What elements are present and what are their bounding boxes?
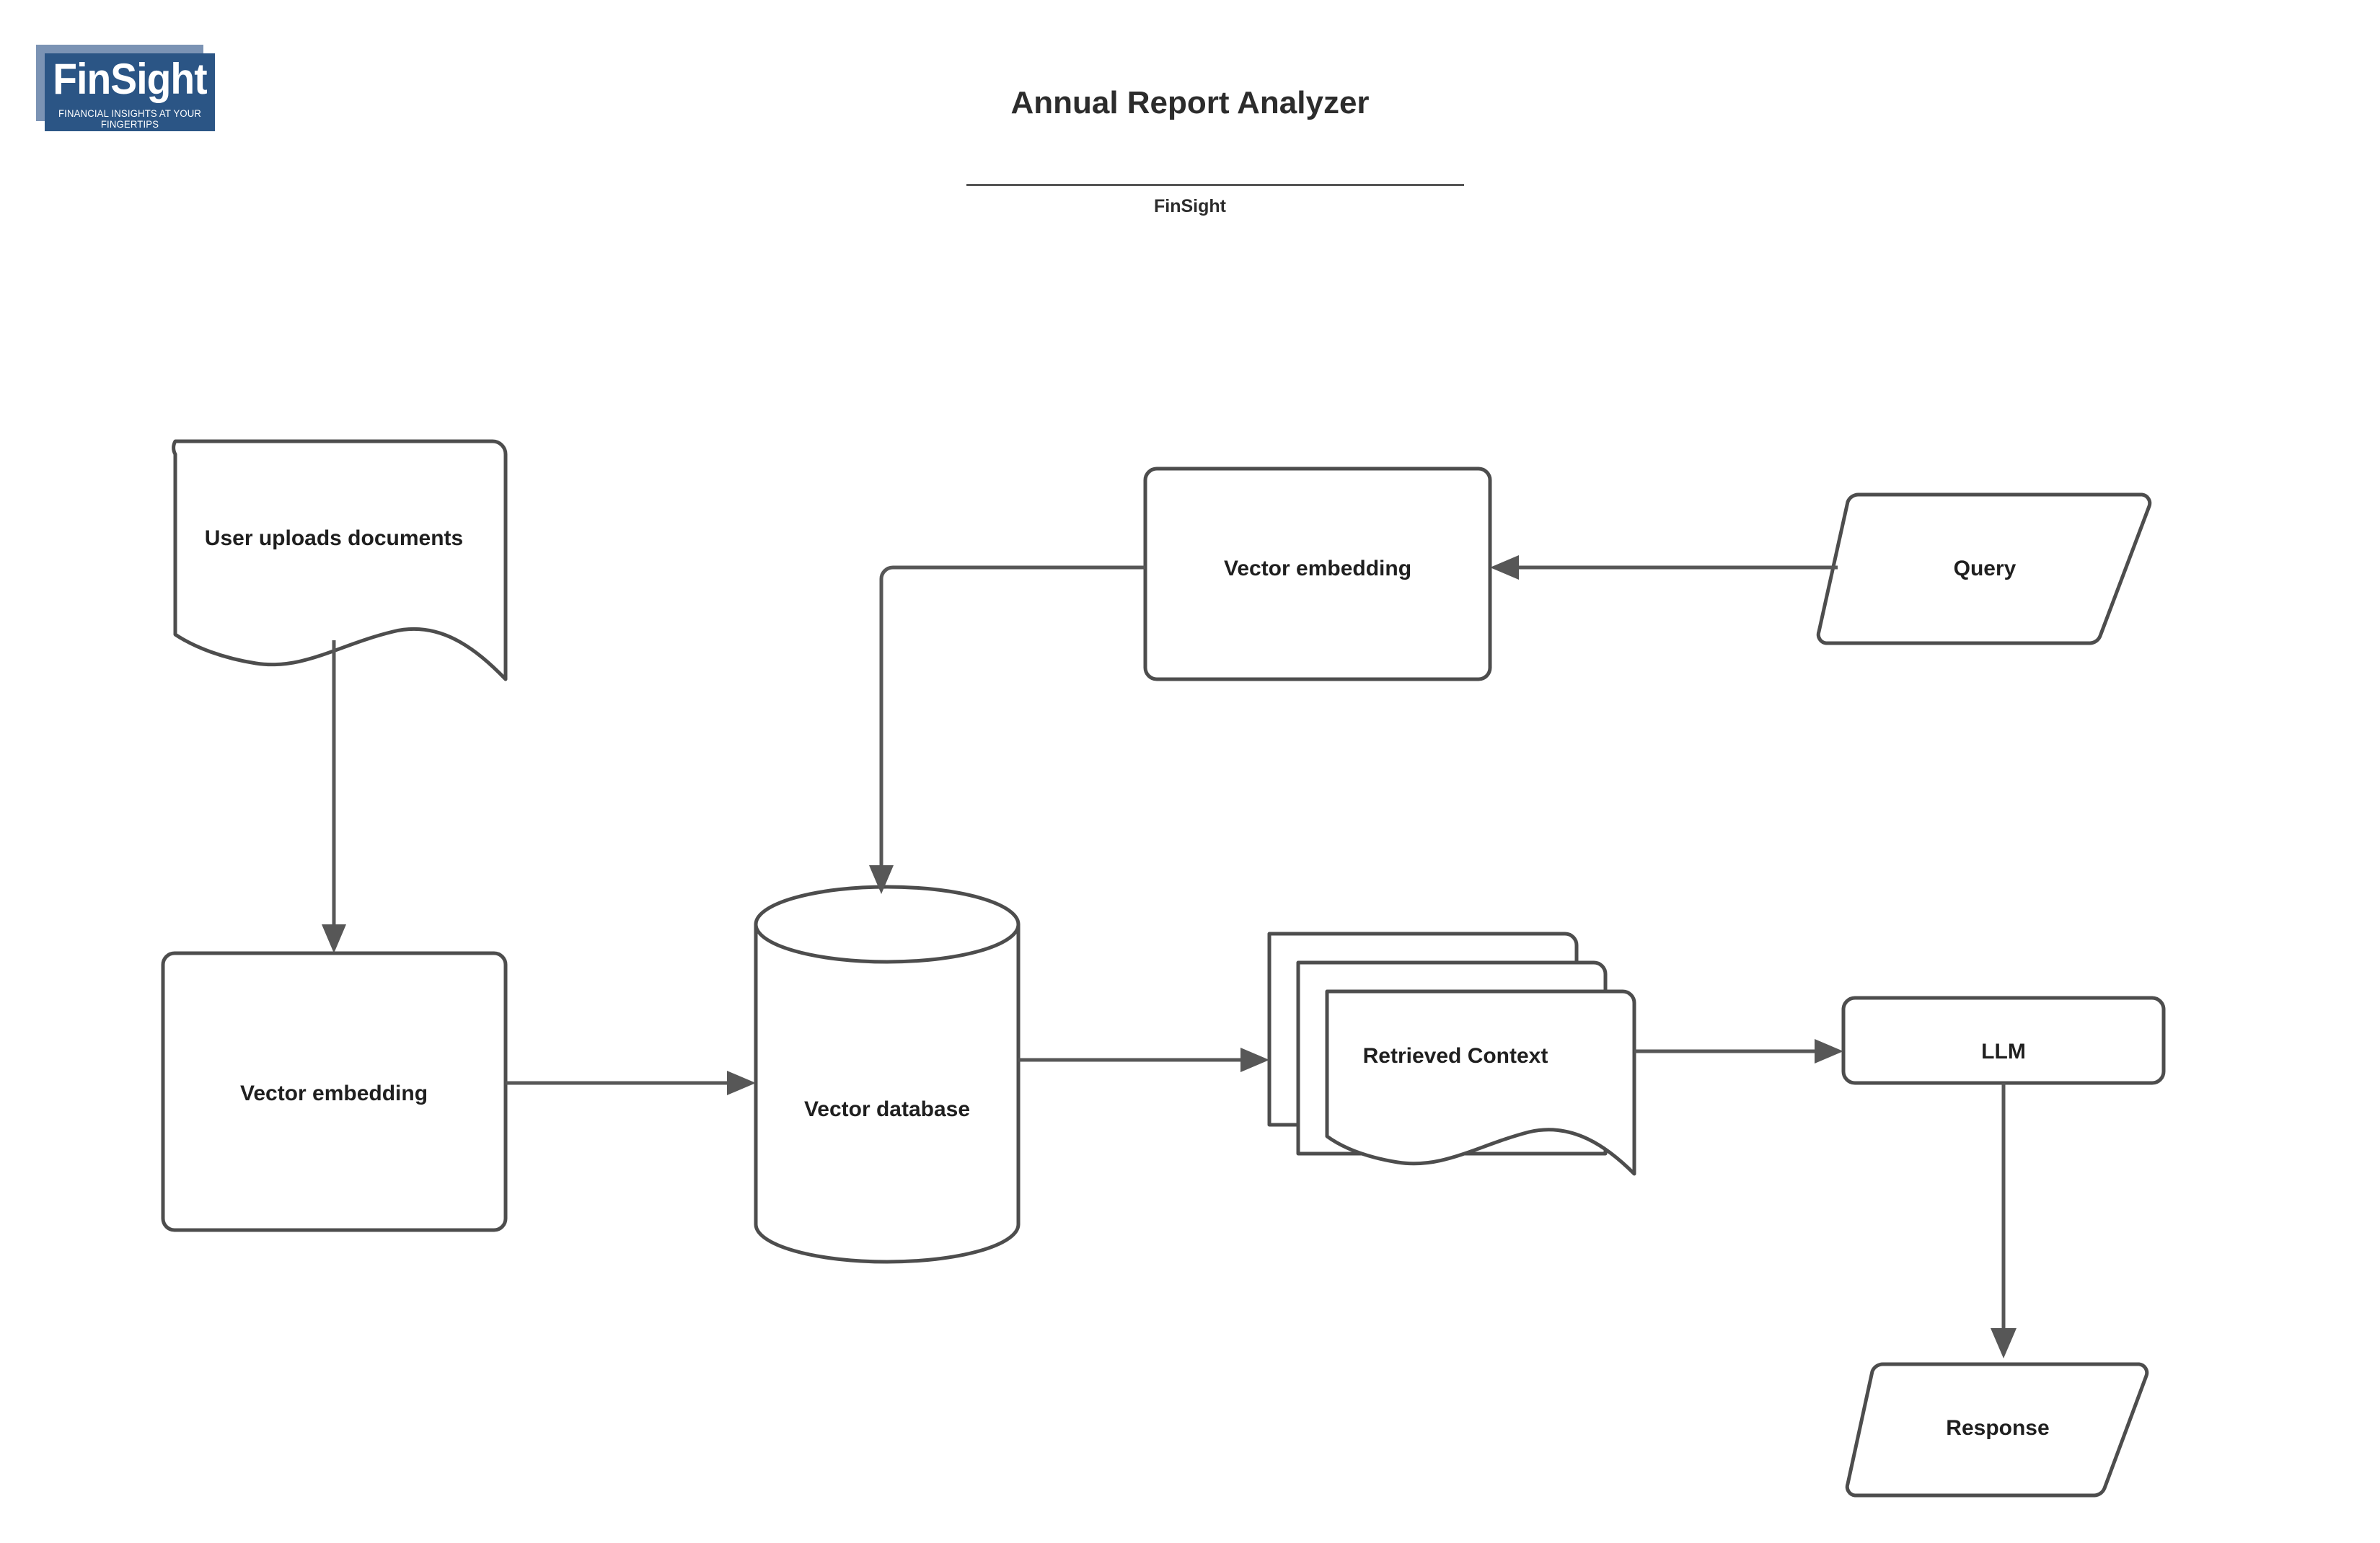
edge-query-to-embedding <box>1490 555 1838 580</box>
vector-database-body <box>754 922 1021 1264</box>
retrieved-context-label: Retrieved Context <box>1363 1044 1548 1068</box>
vector-embedding-ingest-label: Vector embedding <box>240 1082 428 1105</box>
retrieved-context-sheet-front <box>1325 989 1636 1176</box>
node-vector-embedding-ingest[interactable]: Vector embedding <box>161 951 508 1232</box>
edge-queryembedding-to-database <box>869 565 1145 894</box>
node-retrieved-context[interactable]: Retrieved Context <box>1267 932 1636 1176</box>
vector-embedding-query-label: Vector embedding <box>1224 557 1411 580</box>
node-user-uploads-documents[interactable]: User uploads documents <box>172 439 508 681</box>
edge-context-to-llm <box>1634 1039 1843 1064</box>
node-vector-database[interactable]: Vector database <box>754 885 1021 1264</box>
node-query[interactable]: Query <box>1816 492 2152 645</box>
query-shape <box>1816 492 2152 645</box>
vector-embedding-query-shape <box>1143 467 1492 681</box>
logo-plate <box>45 53 215 131</box>
vector-database-label: Vector database <box>804 1097 970 1121</box>
edge-llm-to-response <box>1991 1083 2017 1358</box>
user-uploads-documents-label: User uploads documents <box>205 526 463 550</box>
logo-tagline: FINANCIAL INSIGHTS AT YOUR FINGERTIPS <box>58 108 202 130</box>
node-vector-embedding-query[interactable]: Vector embedding <box>1143 467 1492 681</box>
finsight-logo: FinSight FINANCIAL INSIGHTS AT YOUR FING… <box>36 45 215 131</box>
node-llm[interactable]: LLM <box>1841 996 2166 1085</box>
title-divider <box>966 184 1464 186</box>
node-response[interactable]: Response <box>1845 1362 2149 1498</box>
page-subtitle: FinSight <box>1154 196 1226 216</box>
vector-database-top <box>754 885 1021 964</box>
edge-database-to-context <box>1018 1048 1269 1072</box>
query-label: Query <box>1954 557 2017 580</box>
page-title: Annual Report Analyzer <box>1010 85 1370 120</box>
edge-uploads-to-embedding <box>322 640 346 953</box>
llm-label: LLM <box>1981 1040 2026 1064</box>
vector-embedding-ingest-shape <box>161 951 508 1232</box>
edge-embedding-to-database <box>506 1071 756 1095</box>
response-label: Response <box>1946 1416 2049 1440</box>
user-uploads-documents-shape <box>172 439 508 681</box>
response-shape <box>1845 1362 2149 1498</box>
logo-wordmark: FinSight <box>53 55 207 103</box>
